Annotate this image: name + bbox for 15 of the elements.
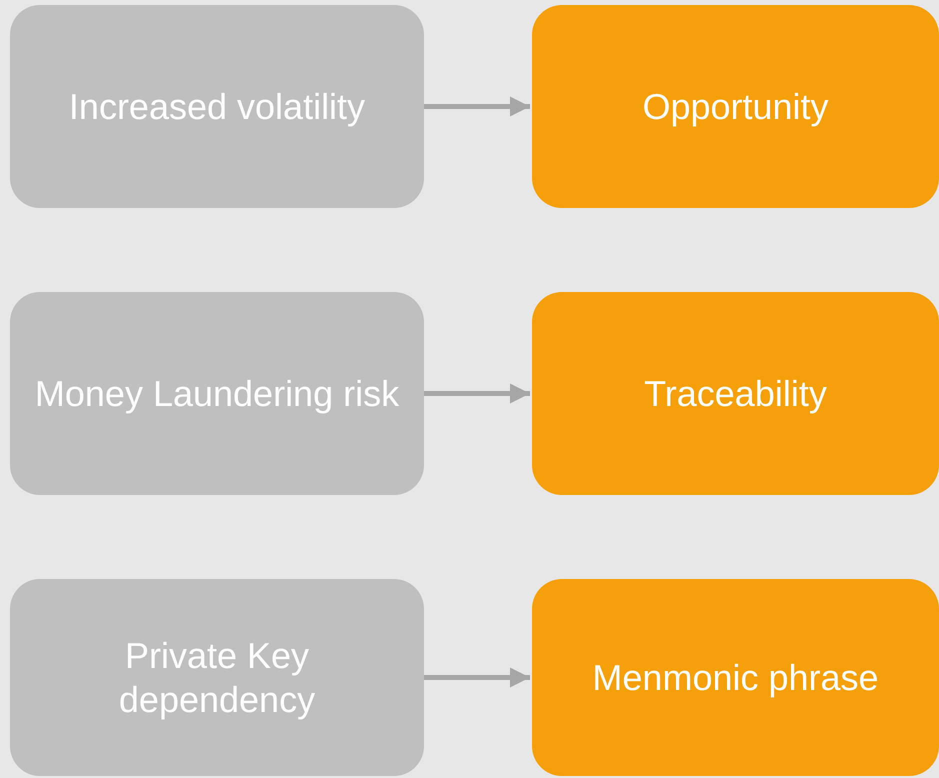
arrow xyxy=(424,384,530,404)
factor-box xyxy=(10,579,424,776)
arrow xyxy=(424,96,530,116)
box-label: Traceability xyxy=(644,372,827,416)
box-label: Menmonic phrase xyxy=(592,656,879,700)
box-label: Opportunity xyxy=(642,84,829,128)
box-label: Private Key dependency xyxy=(118,634,316,721)
factor-box xyxy=(10,5,424,208)
result-box xyxy=(532,5,939,208)
result-box xyxy=(532,579,939,776)
result-box xyxy=(532,292,939,495)
box-label: Money Laundering risk xyxy=(34,372,400,416)
arrow xyxy=(424,668,530,688)
factor-box xyxy=(10,292,424,495)
box-label: Increased volatility xyxy=(68,84,366,128)
